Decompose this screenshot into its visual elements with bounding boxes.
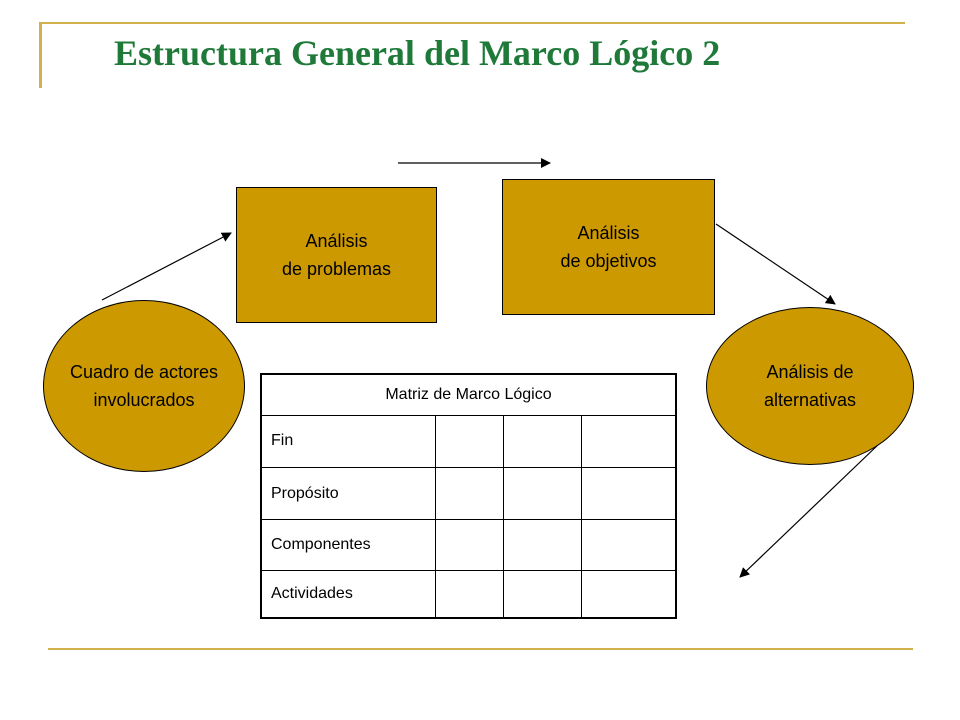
matrix-row-label: Propósito: [271, 484, 339, 502]
node-analisis-alternativas-label: Análisis de alternativas: [763, 362, 857, 410]
node-cuadro-actores-label: Cuadro de actores involucrados: [69, 362, 219, 410]
matrix-header: Matriz de Marco Lógico: [262, 375, 675, 416]
matrix-row-label: Componentes: [271, 536, 371, 553]
matrix-column-divider: [503, 415, 504, 617]
matrix-column-divider: [581, 415, 582, 617]
arrow-alternativas-to-matriz: [739, 442, 881, 578]
matrix-column-divider: [435, 415, 436, 617]
matriz-marco-logico: Matriz de Marco Lógico Fin Propósito Com…: [260, 373, 677, 619]
matrix-row: Propósito: [262, 468, 675, 520]
matrix-row: Actividades: [262, 571, 675, 618]
arrow-actores-to-problemas: [101, 232, 232, 301]
decorative-top-line: [39, 22, 905, 24]
slide-title: Estructura General del Marco Lógico 2: [114, 33, 721, 73]
matrix-row: Componentes: [262, 520, 675, 571]
matrix-row-label: Actividades: [271, 585, 353, 602]
arrow-objetivos-to-alternativas: [715, 223, 836, 305]
matrix-row: Fin: [262, 415, 675, 468]
node-analisis-objetivos: Análisis de objetivos: [502, 179, 715, 315]
decorative-vertical-line: [39, 22, 42, 88]
node-cuadro-actores: Cuadro de actores involucrados: [43, 300, 245, 472]
node-analisis-objetivos-label: Análisis de objetivos: [560, 223, 657, 271]
matrix-row-label: Fin: [271, 432, 294, 449]
node-analisis-problemas: Análisis de problemas: [236, 187, 437, 323]
decorative-bottom-line: [48, 648, 913, 650]
node-analisis-alternativas: Análisis de alternativas: [706, 307, 914, 465]
node-analisis-problemas-label: Análisis de problemas: [281, 231, 392, 279]
